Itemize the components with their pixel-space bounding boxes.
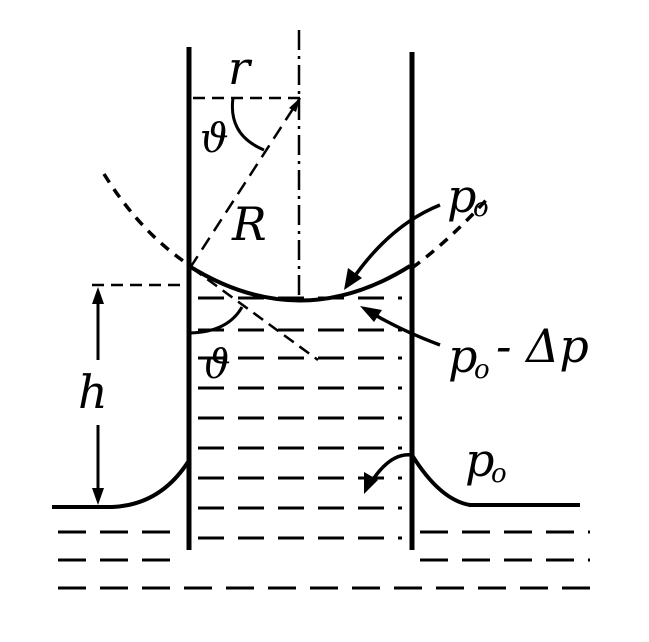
- label-h: h: [78, 365, 108, 419]
- label-R: R: [231, 197, 267, 251]
- radius-R-arrowhead: [289, 98, 300, 112]
- meniscus-surface: [187, 264, 412, 303]
- outer-liquid-hatching: [58, 530, 590, 590]
- label-p-right: p: [465, 433, 494, 487]
- arrowhead-p-mid: [360, 306, 382, 322]
- h-arrow-up: [92, 287, 104, 304]
- pressure-arrows: [350, 203, 441, 485]
- radius-R-line: [188, 97, 302, 269]
- tube-walls: [186, 47, 415, 550]
- theta-bottom-arc: [189, 306, 244, 335]
- label-p-right-sub: o: [491, 459, 507, 489]
- label-p-top-sub: o: [473, 193, 489, 223]
- label-theta-bottom: ϑ: [202, 342, 231, 388]
- theta-top-arc: [230, 97, 265, 152]
- tangent-line: [191, 266, 319, 362]
- label-r: r: [228, 41, 253, 95]
- label-p-top: p: [447, 169, 476, 223]
- label-p-mid: p: [448, 329, 477, 383]
- label-p-mid-sub: o: [474, 355, 490, 385]
- meniscus-circle-extension: [102, 173, 490, 270]
- outer-liquid-surface: [52, 453, 580, 509]
- arrowhead-p-top: [344, 268, 362, 290]
- label-theta-top: ϑ: [200, 116, 229, 162]
- label-p-mid-rest: - Δp: [496, 319, 589, 373]
- tube-liquid-hatching: [198, 296, 402, 540]
- arrowhead-p-right: [364, 472, 378, 494]
- h-arrow-down: [92, 488, 104, 505]
